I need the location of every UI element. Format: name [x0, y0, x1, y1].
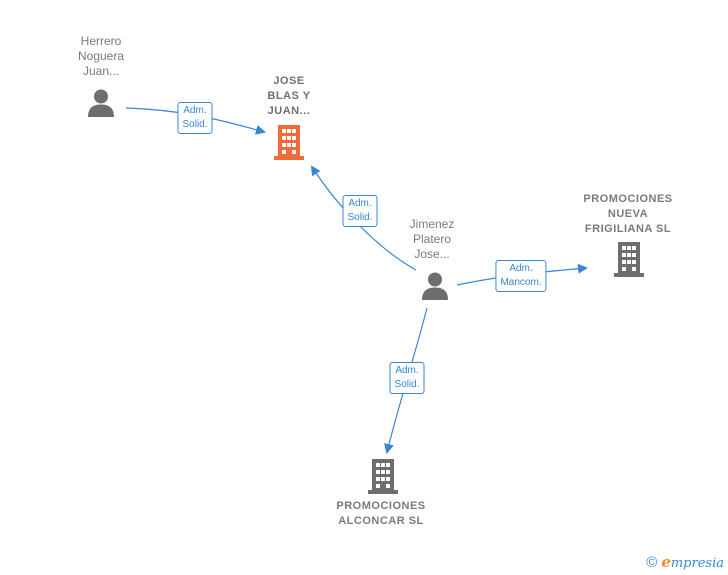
building-icon-focus[interactable]: [274, 125, 304, 160]
person-icon[interactable]: [86, 88, 116, 118]
building-icon[interactable]: [614, 242, 644, 277]
node-label-nueva-frigiliana[interactable]: PROMOCIONES NUEVA FRIGILIANA SL: [583, 193, 673, 235]
copyright-symbol: ©: [646, 553, 658, 571]
edge-label-jimenez-alconcar[interactable]: Adm. Solid.: [389, 362, 425, 394]
building-icon[interactable]: [368, 459, 398, 494]
empresia-logo[interactable]: empresia: [661, 553, 724, 571]
node-label-jose-blas[interactable]: JOSE BLAS Y JUAN...: [267, 75, 311, 117]
edge-label-jimenez-jose-blas[interactable]: Adm. Solid.: [342, 195, 378, 227]
footer-brand: © empresia: [646, 553, 724, 571]
edge-jimenez-to-jose-blas: [310, 165, 417, 271]
node-label-alconcar[interactable]: PROMOCIONES ALCONCAR SL: [336, 500, 426, 527]
person-icon[interactable]: [420, 271, 450, 301]
edge-label-herrero-jose-blas[interactable]: Adm. Solid.: [177, 102, 213, 134]
node-label-jimenez[interactable]: Jimenez Platero Jose...: [409, 217, 455, 261]
node-label-herrero[interactable]: Herrero Noguera Juan...: [77, 34, 125, 78]
edge-label-jimenez-nueva-frigiliana[interactable]: Adm. Mancom.: [495, 260, 547, 292]
